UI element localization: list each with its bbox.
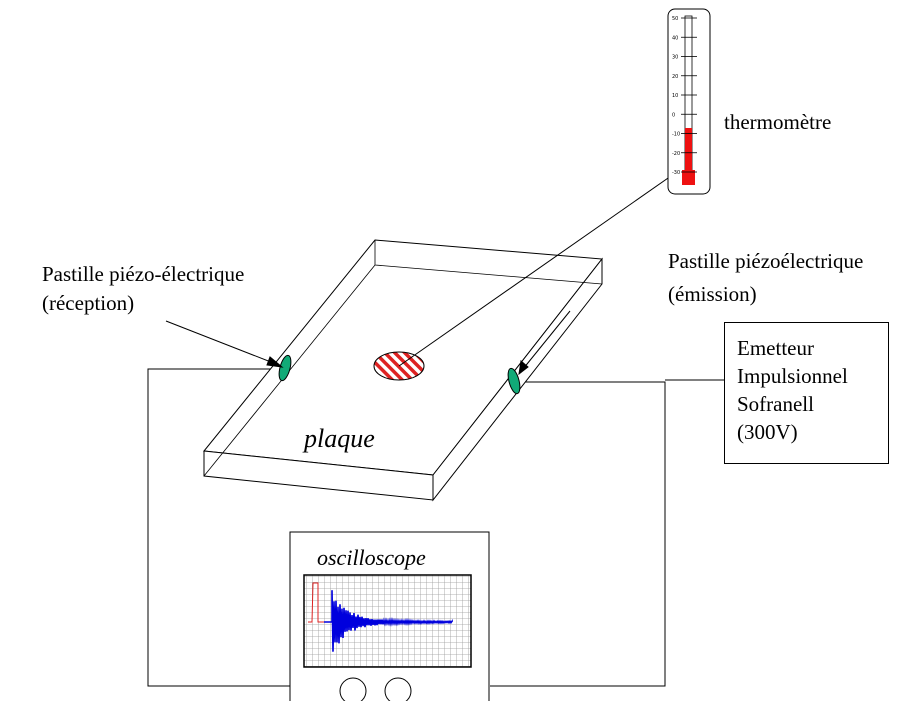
receiver-label-line2: (réception) bbox=[42, 291, 135, 315]
thermometer-tick-label: 30 bbox=[672, 55, 678, 61]
thermometer: 50 40 30 20 10 0 -10 -20 -30 bbox=[667, 8, 711, 195]
pointer-arrows bbox=[165, 168, 682, 376]
excitation-pulse bbox=[308, 582, 324, 623]
pulse-generator-line3: Sofranell bbox=[737, 392, 814, 416]
receiver-wire bbox=[147, 368, 290, 687]
thermometer-probe-line bbox=[398, 168, 682, 367]
pulse-generator-line4: (300V) bbox=[737, 420, 798, 444]
thermometer-tick-label: -20 bbox=[672, 151, 680, 157]
wiring bbox=[147, 368, 724, 687]
thermometer-mercury bbox=[685, 128, 692, 174]
oscilloscope bbox=[289, 531, 490, 701]
oscilloscope-knob-right bbox=[384, 677, 412, 701]
thermometer-bulb bbox=[682, 170, 695, 185]
pulse-generator-line1: Emetteur bbox=[737, 336, 814, 360]
pulse-generator-box: Emetteur Impulsionnel Sofranell (300V) bbox=[724, 322, 889, 464]
pulse-generator-line2: Impulsionnel bbox=[737, 364, 848, 388]
thermometer-tick-label: -30 bbox=[672, 170, 680, 176]
emitter-piezo-disc bbox=[507, 367, 521, 395]
thermometer-scale: 50 40 30 20 10 0 -10 -20 -30 bbox=[672, 16, 697, 176]
thermometer-tick-label: 50 bbox=[672, 16, 678, 22]
thermometer-label: thermomètre bbox=[724, 110, 832, 134]
emitter-wire bbox=[490, 381, 666, 687]
thermometer-tick-label: 20 bbox=[672, 74, 678, 80]
oscilloscope-knob-left bbox=[339, 677, 367, 701]
receiver-arrow-head bbox=[266, 356, 284, 368]
emitter-label-line2: (émission) bbox=[668, 282, 757, 306]
emitter-label-line1: Pastille piézoélectrique bbox=[668, 249, 864, 273]
thermometer-tick-label: 0 bbox=[672, 112, 675, 118]
receiver-label-line1: Pastille piézo-électrique bbox=[42, 262, 245, 286]
oscilloscope-label: oscilloscope bbox=[317, 545, 426, 570]
thermometer-tick-label: 40 bbox=[672, 35, 678, 41]
ultrasound-echo-signal bbox=[324, 590, 453, 652]
thermometer-tick-label: -10 bbox=[672, 132, 680, 138]
thermometer-tick-label: 10 bbox=[672, 93, 678, 99]
plate-label: plaque bbox=[304, 424, 375, 453]
emitter-arrow-head bbox=[518, 360, 529, 376]
